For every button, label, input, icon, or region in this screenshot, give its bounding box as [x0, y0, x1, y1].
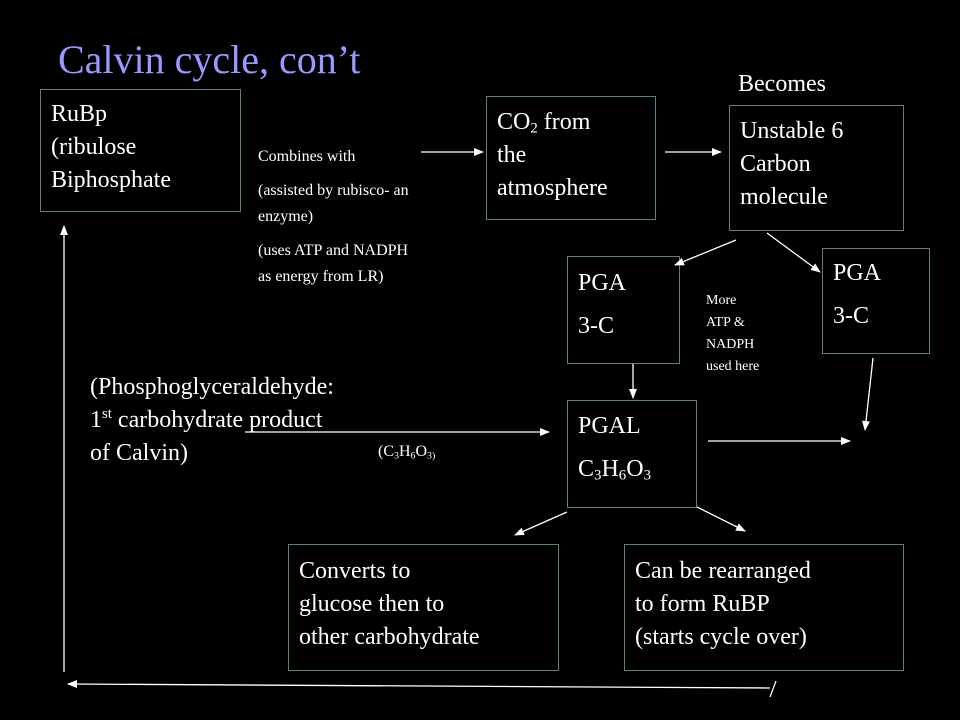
glucose-line-3: other carbohydrate [299, 624, 480, 650]
glucose-box: Converts to glucose then to other carboh… [288, 544, 559, 671]
more-atp-line-1: More [706, 293, 737, 308]
co2-box: CO2 from the atmosphere [486, 96, 656, 220]
unstable-line-2: Carbon [740, 151, 811, 177]
pga-left-box: PGA 3-C [567, 256, 680, 364]
pgal-formula-sub-2: 6 [618, 467, 627, 484]
unstable-line-3: molecule [740, 184, 828, 210]
pgal-formula-h: H [601, 456, 619, 482]
rubp-line-1: RuBp [51, 101, 108, 127]
pga-left-line-1: PGA [578, 270, 627, 296]
arrow-unstable-to-pga-right [766, 232, 821, 273]
pgal-formula-sub-3: 3 [643, 467, 652, 484]
combines-line-2: (assisted by rubisco- an [258, 182, 409, 199]
phospho-line-1: (Phosphoglyceraldehyde: [90, 374, 334, 400]
formula-small-h: H [398, 443, 411, 460]
formula-small: (C3H6O3) [378, 441, 435, 463]
pga-right-line-1: PGA [833, 260, 882, 286]
glucose-line-1: Converts to [299, 558, 411, 584]
rubp-line-3: Biphosphate [51, 167, 171, 193]
phospho-text: (Phosphoglyceraldehyde: 1st carbohydrate… [90, 371, 334, 470]
co2-line-3: atmosphere [497, 175, 608, 201]
combines-line-3: enzyme) [258, 208, 314, 225]
more-atp-line-4: used here [706, 359, 760, 374]
phospho-ordinal-suffix: st [102, 406, 112, 423]
glucose-line-2: glucose then to [299, 591, 445, 617]
formula-small-sub-1: 3 [394, 450, 399, 462]
rearranged-line-3: (starts cycle over) [635, 624, 807, 650]
combines-line-5: as energy from LR) [258, 268, 384, 285]
pgal-formula: C3H6O3 [578, 453, 686, 486]
phospho-line-2-rest: carbohydrate product [111, 407, 323, 433]
rearranged-line-1: Can be rearranged [635, 558, 811, 584]
pga-right-line-2: 3-C [833, 303, 869, 329]
co2-from: from [537, 109, 591, 135]
more-atp-text: More ATP & NADPH used here [706, 290, 759, 378]
pgal-formula-c: C [578, 456, 595, 482]
co2-subscript: 2 [530, 120, 538, 137]
combines-line-1: Combines with [258, 148, 356, 165]
rubp-line-2: (ribulose [51, 134, 137, 160]
phospho-ordinal: 1 [90, 407, 102, 433]
pga-right-box: PGA 3-C [822, 248, 930, 354]
formula-small-sub-2: 6 [410, 450, 416, 462]
becomes-label: Becomes [738, 71, 826, 97]
pgal-formula-sub-1: 3 [594, 467, 602, 484]
formula-small-c: (C [378, 443, 394, 460]
formula-small-o: O [415, 443, 428, 460]
combines-line-4: (uses ATP and NADPH [258, 242, 409, 259]
arrow-bottom-return [67, 680, 771, 689]
co2-line-1: CO2 from [497, 106, 645, 139]
pgal-formula-o: O [626, 456, 644, 482]
phospho-line-3: of Calvin) [90, 440, 188, 466]
rubp-box: RuBp (ribulose Biphosphate [40, 89, 241, 212]
unstable-line-1: Unstable 6 [740, 118, 844, 144]
co2-line-2: the [497, 142, 527, 168]
pgal-line-1: PGAL [578, 413, 641, 439]
arrow-pgal-to-glucose [514, 511, 568, 536]
rearranged-box: Can be rearranged to form RuBP (starts c… [624, 544, 904, 671]
pgal-box: PGAL C3H6O3 [567, 400, 697, 508]
arrow-pga-right-down [862, 357, 874, 431]
combines-text: Combines with (assisted by rubisco- an e… [258, 144, 498, 290]
pga-left-line-2: 3-C [578, 313, 614, 339]
rearranged-line-2: to form RuBP [635, 591, 770, 617]
more-atp-line-3: NADPH [706, 337, 755, 352]
co2-formula: CO [497, 109, 531, 135]
unstable-box: Unstable 6 Carbon molecule [729, 105, 904, 231]
arrow-unstable-to-pga-left [674, 239, 737, 266]
arrow-pgal-to-rearranged [696, 506, 746, 532]
phospho-line-2: 1st carbohydrate product [90, 404, 334, 437]
formula-small-sub-3: 3) [427, 450, 436, 462]
slide-title: Calvin cycle, con’t [58, 37, 361, 82]
more-atp-line-2: ATP & [706, 315, 745, 330]
arrow-bottom-tick [769, 680, 777, 698]
